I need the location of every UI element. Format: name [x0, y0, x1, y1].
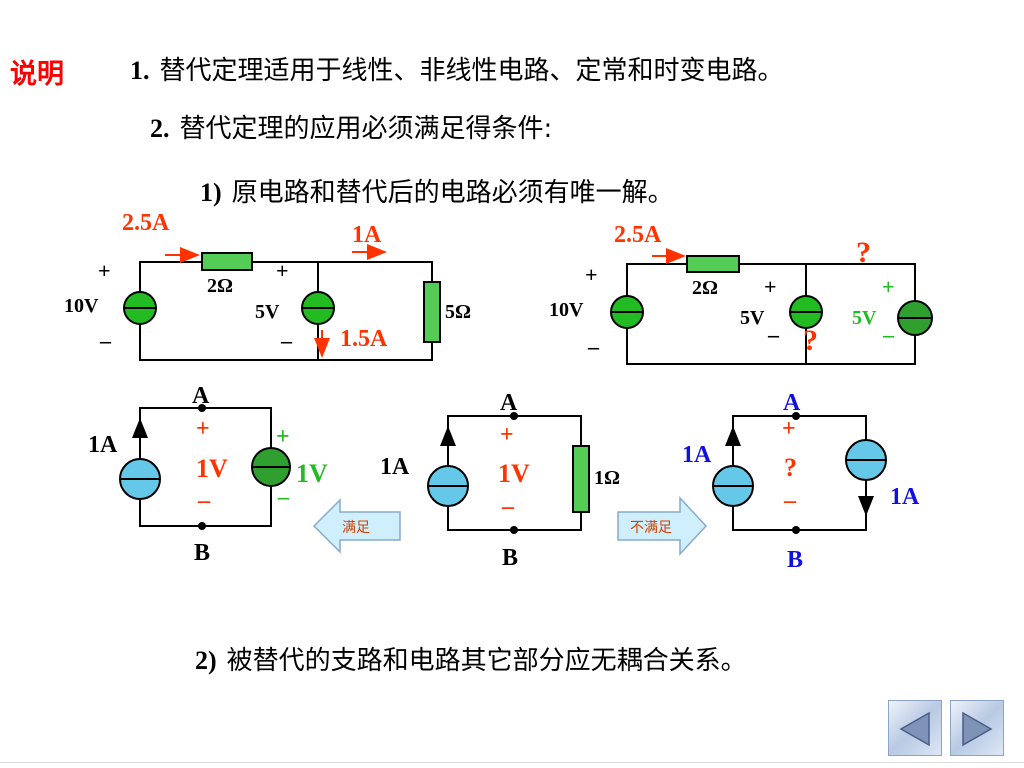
tr-plus-5v-sub: +	[882, 274, 895, 299]
bm-resistor-1ohm	[572, 445, 590, 513]
tr-minus-10v: –	[587, 334, 600, 359]
tl-minus-10v: –	[99, 328, 112, 353]
tr-label-5v-sub: 5V	[852, 307, 877, 329]
bl-node-a	[198, 404, 206, 412]
br-minus: –	[783, 488, 797, 514]
triangle-right-icon	[962, 711, 993, 747]
condition-1-text: 原电路和替代后的电路必须有唯一解。	[231, 178, 674, 208]
tr-label-total: 2.5A	[614, 222, 662, 248]
footer-divider	[0, 762, 1024, 763]
statement-1: 1. 替代定理适用于线性、非线性电路、定常和时变电路。	[130, 50, 784, 87]
circuit-bottom-middle: A B 1A + 1V – 1Ω	[380, 390, 620, 571]
br-node-a	[792, 412, 800, 420]
bl-label-b: B	[194, 540, 210, 566]
statement-2-text: 替代定理的应用必须满足得条件:	[179, 114, 553, 144]
bm-label-1v: 1V	[498, 459, 530, 488]
tr-minus-5v-sub: –	[882, 322, 895, 347]
br-wires	[732, 415, 867, 531]
bl-src-minus: –	[277, 484, 290, 509]
bl-plus: +	[196, 416, 210, 442]
tl-resistor-5ohm	[423, 281, 441, 343]
statement-1-text: 替代定理适用于线性、非线性电路、定常和时变电路。	[159, 56, 784, 86]
circuit-diagrams: 2.5A 1A 1.5A + 10V – 2Ω + 5V – 5Ω 2.5A ?…	[64, 210, 933, 573]
tl-resistor-2ohm	[201, 252, 253, 271]
bm-label-b: B	[502, 545, 518, 571]
tr-label-2ohm: 2Ω	[692, 277, 718, 299]
tl-label-total: 2.5A	[122, 210, 170, 236]
br-label-b: B	[787, 547, 803, 573]
bm-minus: –	[501, 494, 515, 520]
circuit-bottom-left: A B 1A + 1V – + 1V –	[88, 383, 328, 566]
not-satisfy-label: 不满足	[630, 520, 672, 536]
tl-plus-5v: +	[276, 258, 289, 283]
br-plus: +	[782, 416, 796, 442]
br-label-a: A	[783, 390, 801, 416]
bm-node-b	[510, 526, 518, 534]
bm-label-1ohm: 1Ω	[594, 467, 620, 489]
circuit-top-left: 2.5A 1A 1.5A + 10V – 2Ω + 5V – 5Ω	[64, 210, 471, 361]
tl-wires	[139, 261, 433, 361]
bl-label-1a: 1A	[88, 432, 118, 458]
circuit-bottom-right: A B 1A 1A + ? –	[682, 390, 920, 573]
arrow-not-satisfy: 不满足	[617, 496, 708, 556]
tl-label-1p5a: 1.5A	[340, 326, 388, 352]
tl-label-1a: 1A	[352, 222, 382, 248]
satisfy-label: 满足	[342, 520, 370, 536]
br-label-1a-right: 1A	[890, 484, 920, 510]
condition-2-num: 2)	[195, 646, 217, 675]
bl-label-a: A	[192, 383, 210, 409]
tr-question-top: ?	[856, 236, 871, 269]
tr-plus-5v: +	[764, 274, 777, 299]
tr-wires	[626, 263, 916, 365]
tl-label-5v: 5V	[255, 301, 280, 323]
condition-2-text: 被替代的支路和电路其它部分应无耦合关系。	[226, 646, 747, 676]
bl-label-1v: 1V	[196, 454, 228, 483]
bl-src-1v: 1V	[296, 459, 328, 488]
tl-label-10v: 10V	[64, 295, 99, 317]
arrow-satisfy: 满足	[312, 498, 401, 554]
triangle-left-icon	[899, 711, 930, 747]
bl-src-plus: +	[276, 424, 290, 450]
condition-1: 1) 原电路和替代后的电路必须有唯一解。	[200, 172, 674, 209]
tr-label-5v: 5V	[740, 307, 765, 329]
bm-plus: +	[500, 422, 514, 448]
tr-minus-5v: –	[767, 322, 780, 347]
br-node-b	[792, 526, 800, 534]
tr-plus-10v: +	[585, 262, 598, 287]
condition-2: 2) 被替代的支路和电路其它部分应无耦合关系。	[195, 640, 747, 677]
prev-slide-button[interactable]	[888, 700, 942, 756]
br-label-1a-left: 1A	[682, 442, 712, 468]
tr-resistor-2ohm	[686, 255, 740, 273]
condition-1-num: 1)	[200, 178, 222, 207]
next-slide-button[interactable]	[950, 700, 1004, 756]
circuit-top-right: 2.5A ? ? + 10V – 2Ω + 5V – + 5V –	[549, 222, 933, 365]
br-question: ?	[784, 453, 797, 482]
tr-label-10v: 10V	[549, 299, 584, 321]
statement-1-num: 1.	[130, 56, 150, 85]
tr-question-mid: ?	[803, 324, 818, 357]
statement-2-num: 2.	[150, 114, 170, 143]
tl-plus-10v: +	[98, 258, 111, 283]
tl-label-5ohm: 5Ω	[445, 301, 471, 323]
statement-2: 2. 替代定理的应用必须满足得条件:	[150, 108, 552, 145]
tl-minus-5v: –	[280, 328, 293, 353]
note-tag: 说明	[10, 59, 64, 90]
tl-label-2ohm: 2Ω	[207, 275, 233, 297]
bm-label-1a: 1A	[380, 454, 410, 480]
bm-node-a	[510, 412, 518, 420]
bm-label-a: A	[500, 390, 518, 416]
bl-minus: –	[197, 488, 211, 514]
bl-node-b	[198, 522, 206, 530]
